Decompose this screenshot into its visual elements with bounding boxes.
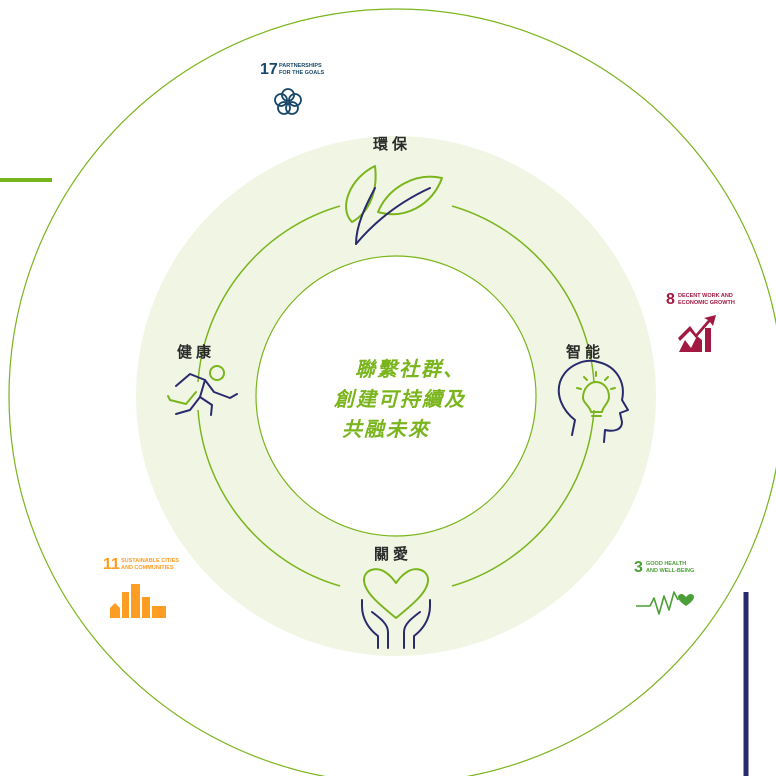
sdg8-number: 8 [666,291,675,308]
middle-ring [197,205,595,587]
sdg11-name-line1: SUSTAINABLE CITIES [121,558,179,564]
pillar-label-environment: 環保 [373,135,412,153]
flower-rings-icon [274,88,302,115]
sdg17-name-line2: FOR THE GOALS [279,70,325,76]
pillar-label-care: 關愛 [374,545,413,563]
pillar-label-health: 健康 [177,343,216,361]
sdg3-name-line1: GOOD HEALTH [646,561,687,567]
inner-ring [255,255,537,537]
sdg17-number: 17 [260,61,278,78]
center-tagline-line2: 創建可持續及 [334,387,466,411]
running-person-icon [167,365,238,416]
sdg3-name-line2: AND WELL-BEING [646,568,695,574]
leaves-icon [345,165,443,245]
growth-chart-icon [678,315,716,352]
sdg17-name-line1: PARTNERSHIPS [279,63,322,69]
sdg8-name-line1: DECENT WORK AND [678,293,733,299]
heartbeat-icon [636,591,694,615]
hands-heart-icon [361,568,431,649]
center-tagline-line3: 共融未來 [342,417,430,441]
sdg8-name-line2: ECONOMIC GROWTH [678,300,735,306]
sdg3-number: 3 [634,559,643,576]
center-tagline-line1: 聯繫社群、 [355,357,465,381]
head-lightbulb-icon [557,360,629,443]
sdg11-name-line2: AND COMMUNITIES [121,565,174,571]
sdg11-number: 11 [103,556,120,573]
city-buildings-icon [110,584,166,618]
outer-ring [8,8,776,776]
pillar-label-smart: 智能 [566,343,605,361]
